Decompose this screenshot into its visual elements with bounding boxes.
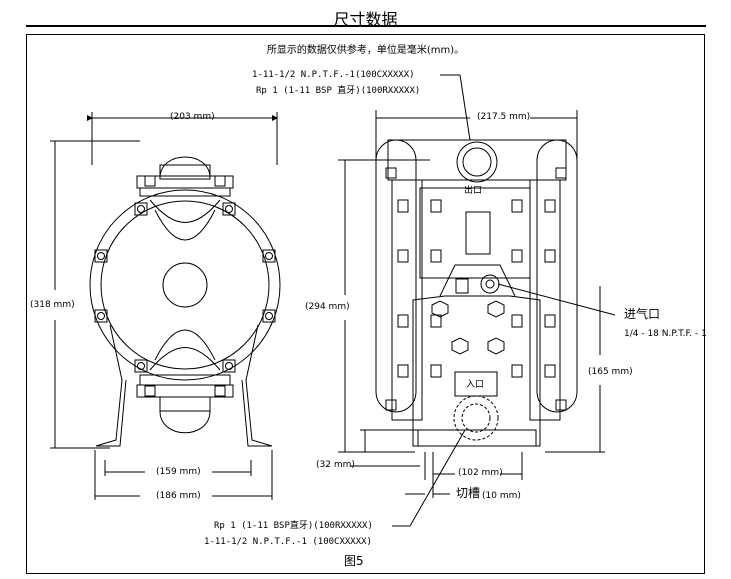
reference-note: 所显示的数据仅供参考，单位是毫米(mm)。	[266, 45, 465, 56]
inlet-label: 入口	[466, 380, 485, 390]
outlet-callout-line1: 1-11-1/2 N.P.T.F.-1(100CXXXXX)	[252, 70, 415, 80]
figure-caption: 图5	[344, 554, 364, 568]
front-width-label: (203 mm)	[170, 112, 215, 122]
outlet-label: 出口	[464, 186, 483, 196]
air-inlet-label: 进气口	[624, 307, 661, 321]
page-title: 尺寸数据	[333, 10, 398, 29]
side-height-label: (294 mm)	[305, 302, 350, 312]
inlet-callout-line2: 1-11-1/2 N.P.T.F.-1 (100CXXXXX)	[204, 537, 372, 547]
front-base-outer-label: (186 mm)	[156, 491, 201, 501]
air-inlet-spec: 1/4 - 18 N.P.T.F. - 1	[624, 329, 707, 339]
slot-label: 切槽	[456, 486, 481, 500]
side-inlet-height-label: (32 mm)	[316, 460, 355, 470]
side-dimensions	[338, 74, 616, 527]
slot-size-label: (10 mm)	[482, 491, 521, 501]
side-base-label: (102 mm)	[458, 468, 503, 478]
side-width-label: (217.5 mm)	[477, 112, 531, 122]
front-base-inner-label: (159 mm)	[156, 467, 201, 477]
front-view	[89, 156, 281, 447]
side-air-height-label: (165 mm)	[588, 367, 633, 377]
outlet-callout-line2: Rp 1 (1-11 BSP 直牙)(100RXXXXX)	[256, 86, 421, 96]
front-dimensions	[50, 112, 278, 500]
inlet-callout-line1: Rp 1 (1-11 BSP直牙)(100RXXXXX)	[214, 521, 373, 531]
title-rule	[26, 25, 706, 27]
figure-frame	[26, 34, 705, 574]
front-height-label: (318 mm)	[30, 300, 75, 310]
